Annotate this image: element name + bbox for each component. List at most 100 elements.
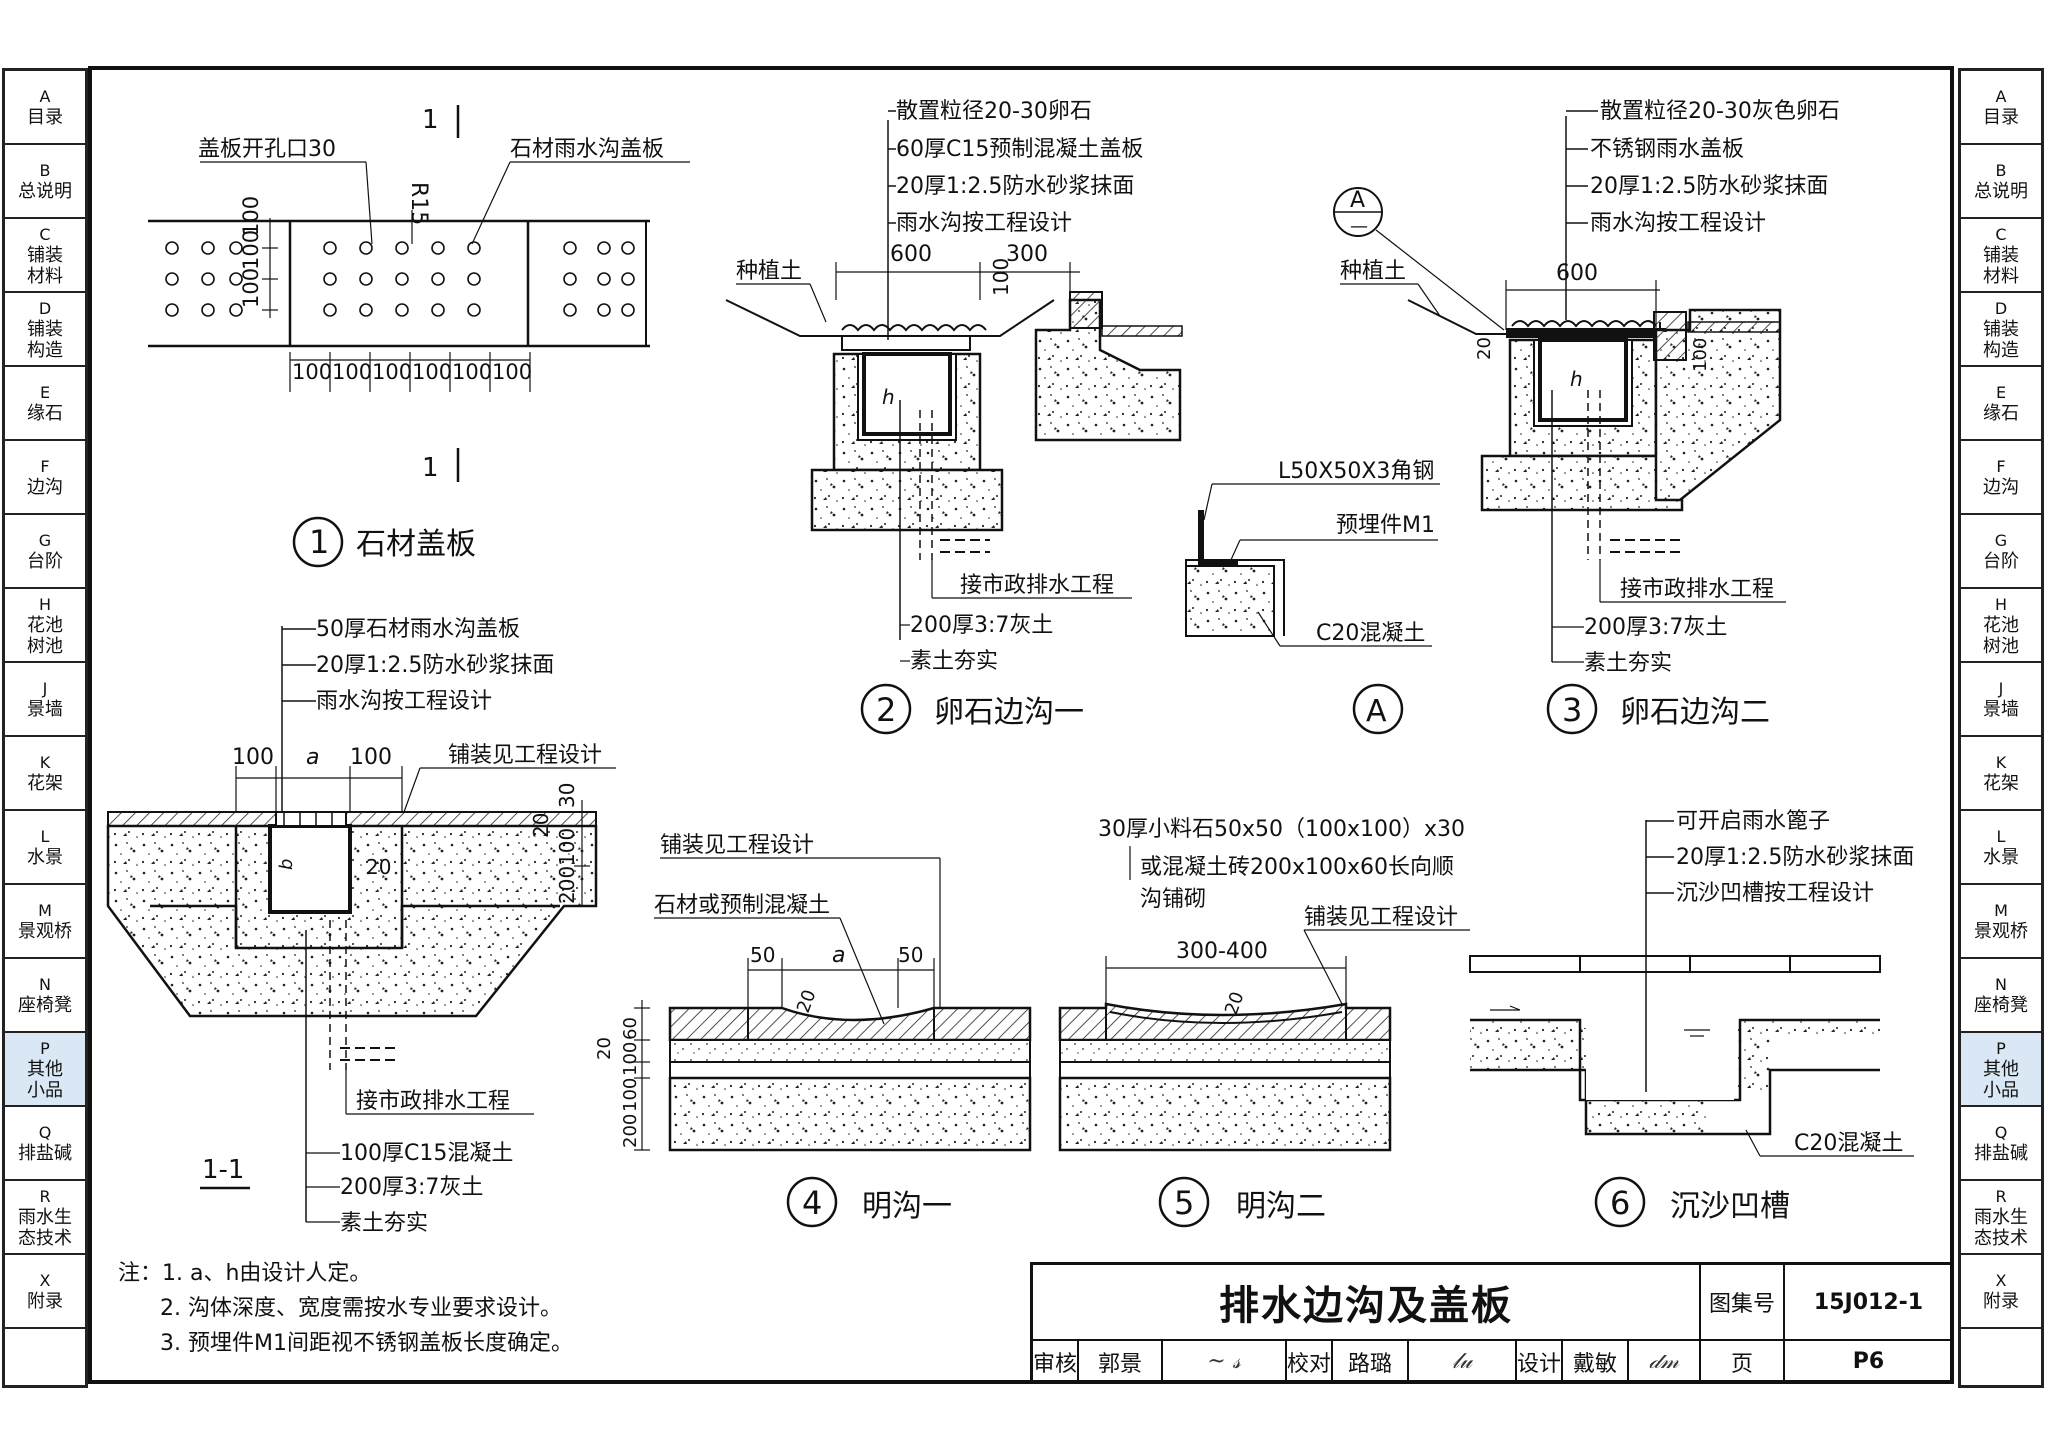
sidebar-tab-label: 态技术 <box>18 1227 72 1249</box>
sidebar-tab-label: 目录 <box>1983 107 2019 128</box>
d2-planting-label: 种植土 <box>736 259 802 284</box>
cover-hole <box>359 303 373 317</box>
d5-line2: 或混凝土砖200x100x60长向顺 <box>1140 855 1454 880</box>
d2-dim-300: 300 <box>1006 242 1048 267</box>
sidebar-tab-label: 铺装 <box>27 318 63 340</box>
sidebar-tab-label: 附录 <box>1983 1291 2019 1312</box>
d2-label-1: 散置粒径20-30卵石 <box>896 99 1092 124</box>
sidebar-tab-label: 构造 <box>27 339 63 361</box>
sidebar-tab-label: 缘石 <box>1983 403 2019 424</box>
d3-label-1: 散置粒径20-30灰色卵石 <box>1600 99 1840 124</box>
cover-hole <box>395 303 409 317</box>
sidebar-tab-code: F <box>1996 457 2006 476</box>
d3-label-4: 雨水沟按工程设计 <box>1590 211 1766 236</box>
cover-hole <box>395 241 409 255</box>
d3-soil: 素土夯实 <box>1584 651 1672 676</box>
d2-label-3: 20厚1:2.5防水砂浆抹面 <box>896 174 1134 199</box>
d3-connect: 接市政排水工程 <box>1620 577 1774 602</box>
sidebar-tab-label: 铺装 <box>1983 318 2019 340</box>
sidebar-tab-code: D <box>1994 298 2008 318</box>
dA-embed: 预埋件M1 <box>1336 513 1435 538</box>
detail-3-pebble-gutter-2: 600 20 100 散置粒径20-30灰色卵石 不锈钢雨水盖板 20厚1:2.… <box>1340 99 1840 735</box>
sidebar-tab-code: D <box>38 298 52 318</box>
sidebar-tab-label: 花池 <box>27 614 63 636</box>
d3-lime: 200厚3:7灰土 <box>1584 615 1727 640</box>
title-block: 排水边沟及盖板 图集号 15J012-1 审核 郭景 ~ 𝓈 校对 路璐 𝓁𝓊 … <box>1030 1262 1954 1384</box>
d4-dim-60: 60 <box>620 1017 641 1040</box>
sidebar-tab-code: H <box>38 594 52 614</box>
sidebar-tab-label: 排盐碱 <box>1974 1143 2028 1164</box>
d6-concrete: C20混凝土 <box>1794 1131 1903 1156</box>
d5-line3: 沟铺砌 <box>1140 887 1206 912</box>
d6-label-3: 沉沙凹槽按工程设计 <box>1676 881 1874 906</box>
d2-dim-600: 600 <box>890 242 932 267</box>
sidebar-tab-label: 小品 <box>1983 1079 2019 1101</box>
page-label: 页 <box>1701 1341 1785 1384</box>
d11-label-1: 50厚石材雨水沟盖板 <box>316 617 520 642</box>
d11-dim-20b: 20 <box>366 855 391 879</box>
sidebar-tab-code: M <box>1994 901 2008 920</box>
sidebar-tab-label: 附录 <box>27 1291 63 1312</box>
sidebar-tab-label: 排盐碱 <box>18 1143 72 1164</box>
d11-dim-100-left: 100 <box>232 745 274 770</box>
detail-2-title: 卵石边沟一 <box>934 695 1084 730</box>
d1-dim-100: 100 <box>412 360 452 384</box>
cover-hole <box>323 303 337 317</box>
note-2: 2. 沟体深度、宽度需按水专业要求设计。 <box>160 1296 562 1321</box>
cover-hole <box>165 303 179 317</box>
d11-dim-100: 100 <box>555 828 579 866</box>
d5-paving: 铺装见工程设计 <box>1304 905 1458 930</box>
detail-2-pebble-gutter-1: 600 300 100 散置粒径20-30卵石 60厚C15预制混凝土盖板 20… <box>725 99 1183 735</box>
d3-label-2: 不锈钢雨水盖板 <box>1590 137 1744 162</box>
cover-hole <box>229 241 243 255</box>
d3-h: h <box>1570 367 1583 391</box>
d3-dim-100: 100 <box>1690 338 1711 372</box>
sidebar-tab-code: G <box>38 531 52 550</box>
d11-dim-200: 200 <box>555 866 579 904</box>
sidebar-tab-label: 小品 <box>27 1079 63 1101</box>
cover-hole <box>467 303 481 317</box>
sidebar-tab-label: 缘石 <box>27 403 63 424</box>
sidebar-tab-label: 台阶 <box>27 551 63 572</box>
d1-dim-100: 100 <box>452 360 492 384</box>
reviewer-name: 郭景 <box>1079 1341 1163 1384</box>
cover-hole <box>323 241 337 255</box>
sidebar-tab-label: 座椅凳 <box>1974 995 2028 1016</box>
sidebar-tab-label: 其他 <box>27 1058 63 1080</box>
sidebar-tab-code: J <box>42 679 48 698</box>
